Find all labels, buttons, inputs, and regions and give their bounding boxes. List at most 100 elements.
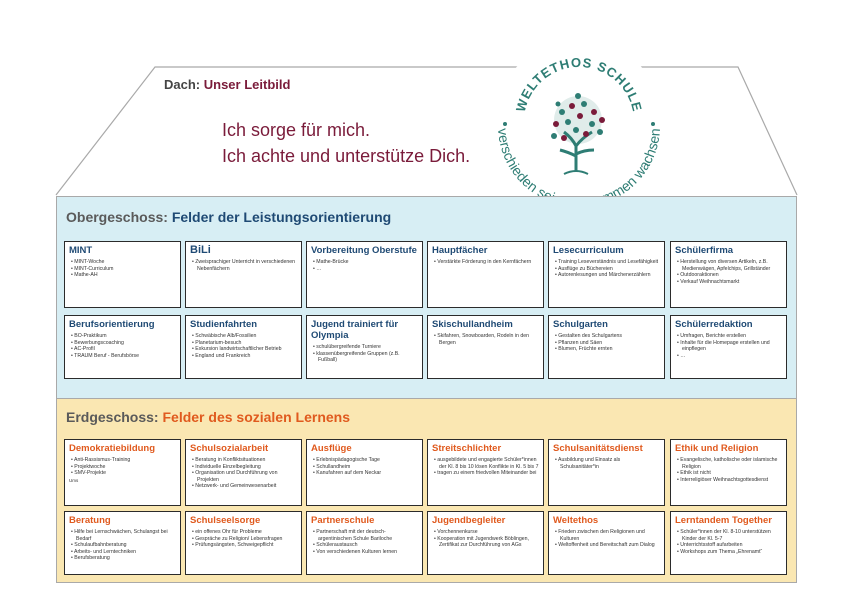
card-title: Schulseelsorge [190,515,261,526]
card-items: Zweisprachiger Unterricht in verschieden… [190,259,297,272]
card-items: ausgebildete und engagierte Schüler*inne… [432,457,539,477]
card-item: Weltoffenheit und Bereitschaft zum Dialo… [553,542,660,549]
upper-floor-label: Obergeschoss: [66,209,168,225]
card-item: Schüleraustausch [311,542,418,549]
card-item: Schullandheim [311,464,418,471]
card-item: Hilfe bei Lernschwächen, Schulangst bei … [69,529,176,542]
card-title: Vorbereitung Oberstufe [311,245,417,256]
card-items: Verstärkte Förderung in den Kernfächern [432,259,539,266]
card-items: Anti-Rassismus-TrainingProjektwocheSMV-P… [69,457,176,477]
card-lerntandem-together: Lerntandem TogetherSchüler*innen der Kl.… [670,511,787,575]
card-item: schulübergreifende Turniere [311,344,418,351]
card-title: Jugend trainiert für Olympia [311,319,399,341]
card-items: Schüler*innen der Kl. 8-10 unterstützen … [675,529,782,555]
card-item: Inhalte für die Homepage erstellen und e… [675,340,782,353]
card-item: Kooperation mit Jugendwerk Böblingen, Ze… [432,536,539,549]
card-berufsorientierung: BerufsorientierungBO-PraktikumBewerbungs… [64,315,181,379]
card-item: Gestalten des Schulgartens [553,333,660,340]
card-jugendbegleiter: JugendbegleiterVorchennenkurseKooperatio… [427,511,544,575]
card-title: Ausflüge [311,443,352,454]
card-item: Blumen, Früchte ernten [553,346,660,353]
card-item: … [675,353,782,360]
roof-title: Unser Leitbild [203,77,291,92]
card-ethik-und-religion: Ethik und ReligionEvangelische, katholis… [670,439,787,506]
card-items: Mathe-Brücke… [311,259,418,272]
upper-floor: Obergeschoss: Felder der Leistungsorient… [56,196,797,424]
card-title: Schulsanitätsdienst [553,443,643,454]
card-item: Schulaufbahnberatung [69,542,176,549]
card-title: Skischullandheim [432,319,513,330]
card-beratung: BeratungHilfe bei Lernschwächen, Schulan… [64,511,181,575]
motto-line-2: Ich achte und unterstütze Dich. [222,146,471,166]
card-item: Mathe-Brücke [311,259,418,266]
card-item: tragen zu einem friedvollen Miteinander … [432,470,539,477]
card-item: Prüfungsängsten, Schweigepflicht [190,542,297,549]
ground-floor-title: Erdgeschoss: Felder des sozialen Lernens [66,409,350,425]
card-title: Schulsozialarbeit [190,443,269,454]
card-title: Berufsorientierung [69,319,155,330]
card-item: Von verschiedenen Kulturen lernen [311,549,418,556]
card-vorbereitung-oberstufe: Vorbereitung OberstufeMathe-Brücke… [306,241,423,308]
card-title: MINT [69,245,93,256]
card-item: MINT-Curriculum [69,266,176,273]
card-item: Herstellung von diversen Artikeln, z.B. … [675,259,782,272]
card-schuelerredaktion: SchülerredaktionUmfragen, Berichte erste… [670,315,787,379]
card-item: Netzwerk- und Gemeinwesenarbeit [190,483,297,490]
card-title: Schulgarten [553,319,608,330]
card-item: Arbeits- und Lerntechniken [69,549,176,556]
card-schulgarten: SchulgartenGestalten des SchulgartensPfl… [548,315,665,379]
card-item: Verkauf Weihnachtsmarkt [675,279,782,286]
card-item: England und Frankreich [190,353,297,360]
card-items: Gestalten des SchulgartensPflanzen und S… [553,333,660,353]
card-title: Hauptfächer [432,245,488,256]
card-skischullandheim: SkischullandheimSkifahren, Snowboarden, … [427,315,544,379]
card-item: Schüler*innen der Kl. 8-10 unterstützen … [675,529,782,542]
card-item: Pflanzen und Säen [553,340,660,347]
card-note: Ums [69,477,79,483]
card-item: Vorchennenkurse [432,529,539,536]
card-item: Frieden zwischen den Religionen und Kult… [553,529,660,542]
card-items: Evangelische, katholische oder islamisch… [675,457,782,483]
ground-floor-label: Erdgeschoss: [66,409,159,425]
card-item: Projektwoche [69,464,176,471]
card-title: Lesecurriculum [553,245,624,256]
card-title: Schülerfirma [675,245,734,256]
card-studienfahrten: StudienfahrtenSchwäbische Alb/FossilienP… [185,315,302,379]
card-title: Ethik und Religion [675,443,759,454]
card-items: schulübergreifende Turniereklassenübergr… [311,344,418,364]
card-item: TRAUM Beruf - Berufsbörse [69,353,176,360]
card-item: Skifahren, Snowboarden, Rodeln in den Be… [432,333,539,346]
card-item: Exkursion landwirtschaftlicher Betrieb [190,346,297,353]
card-title: Jugendbegleiter [432,515,506,526]
card-title: Lerntandem Together [675,515,772,526]
card-item: Interreligiöser Weihnachtsgottesdienst [675,477,782,484]
card-schulsanitaetsdienst: SchulsanitätsdienstAusbildung und Einsat… [548,439,665,506]
card-items: Partnerschaft mit der deutsch-argentinis… [311,529,418,555]
card-item: Zweisprachiger Unterricht in verschieden… [190,259,297,272]
card-item: Gespräche zu Religion/ Lebensfragen [190,536,297,543]
card-items: Hilfe bei Lernschwächen, Schulangst bei … [69,529,176,562]
card-item: Autorenlesungen und Märchenerzählern [553,272,660,279]
card-title: BiLi [190,244,211,256]
card-title: Schülerredaktion [675,319,753,330]
card-items: Beratung in KonfliktsituationenIndividue… [190,457,297,490]
card-lesecurriculum: LesecurriculumTraining Leseverständnis u… [548,241,665,308]
card-item: Ausflüge zu Büchereien [553,266,660,273]
card-title: Weltethos [553,515,599,526]
house-roof [55,66,798,196]
card-items: MINT-WocheMINT-CurriculumMathe-AH [69,259,176,279]
card-title: Partnerschule [311,515,375,526]
card-item: Ausbildung und Einsatz als Schulsanitäte… [553,457,660,470]
card-items: BO-PraktikumBewerbungscoachingAC-ProfilT… [69,333,176,359]
card-item: Individuelle Einzelbegleitung [190,464,297,471]
card-items: ein offenes Ohr für ProblemeGespräche zu… [190,529,297,549]
ground-floor: Erdgeschoss: Felder des sozialen Lernens… [56,398,797,583]
card-item: Workshops zum Thema „Ehrenamt“ [675,549,782,556]
card-item: Kanufahren auf dem Neckar [311,470,418,477]
card-item: Planetarium-besuch [190,340,297,347]
card-items: Training Leseverständnis und Lesefähigke… [553,259,660,279]
tree-icon [551,93,605,175]
card-ausfluege: AusflügeErlebnispädagogische TageSchulla… [306,439,423,506]
card-item: … [311,266,418,273]
card-item: Erlebnispädagogische Tage [311,457,418,464]
